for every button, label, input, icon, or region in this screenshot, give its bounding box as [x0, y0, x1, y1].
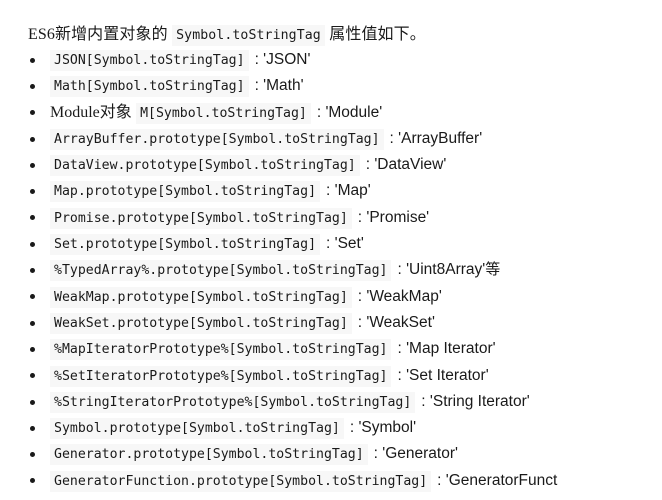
bullet-icon [30, 57, 35, 63]
list-item-value-text: : 'Generator' [373, 445, 458, 463]
list-item-code: M[Symbol.toStringTag] [136, 102, 311, 124]
bullet-icon [30, 215, 35, 221]
list-item-code: ArrayBuffer.prototype[Symbol.toStringTag… [50, 128, 384, 150]
list-item: Generator.prototype[Symbol.toStringTag]:… [0, 441, 662, 467]
list-item-prefix: Module对象 [50, 103, 132, 121]
list-item-value-text: : 'Symbol' [349, 419, 417, 437]
list-item: JSON[Symbol.toStringTag] : 'JSON' [0, 47, 662, 73]
bullet-icon [30, 346, 35, 352]
list-item-value: : 'Set Iterator' [391, 367, 488, 384]
list-item: WeakMap.prototype[Symbol.toStringTag] : '… [0, 284, 662, 310]
list-item: %MapIteratorPrototype%[Symbol.toStringTa… [0, 336, 662, 362]
list-item-value-text: : 'Set' [326, 235, 364, 253]
list-item-code: Math[Symbol.toStringTag] [50, 76, 249, 98]
list-item-code: WeakMap.prototype[Symbol.toStringTag] [50, 286, 352, 308]
bullet-icon [30, 136, 35, 142]
list-item-value: : 'GeneratorFunct [431, 472, 557, 489]
list-item-value-text: : 'Module' [316, 103, 383, 121]
list-item-value-text: : 'Uint8Array' [397, 261, 486, 279]
list-item-value-text: : 'Promise' [357, 208, 430, 226]
list-item-value-text: : 'Math' [254, 77, 304, 95]
tostringtag-list: JSON[Symbol.toStringTag] : 'JSON' Math[Sym… [0, 47, 662, 494]
list-item-value-text: : 'GeneratorFunct [437, 471, 558, 489]
intro-text-before: ES6新增内置对象的 [28, 25, 168, 43]
bullet-icon [30, 399, 35, 405]
list-item: %TypedArray%.prototype[Symbol.toStringTa… [0, 257, 662, 283]
list-item-value-text: : 'WeakMap' [357, 287, 442, 305]
bullet-icon [30, 320, 35, 326]
bullet-icon [30, 162, 35, 168]
bullet-icon [30, 83, 35, 89]
list-item-value-text: : 'JSON' [254, 51, 311, 68]
list-item: WeakSet.prototype[Symbol.toStringTag] : '… [0, 310, 662, 336]
list-item-value: : 'Math' [249, 77, 304, 94]
list-item-value: : 'String Iterator' [415, 393, 529, 410]
list-item-value: : 'Promise' [352, 209, 429, 226]
list-item-value: : 'ArrayBuffer' [384, 130, 483, 147]
list-item-code: %StringIteratorPrototype%[Symbol.toStrin… [50, 391, 416, 413]
bullet-icon [30, 425, 35, 431]
intro-text-after: 属性值如下。 [329, 25, 426, 43]
list-item-value: : 'Map Iterator' [391, 340, 495, 357]
list-item: Module对象 M[Symbol.toStringTag] : 'Module' [0, 100, 662, 126]
list-item-code: JSON[Symbol.toStringTag] [50, 50, 249, 71]
list-item-value-text: : 'Map' [326, 182, 371, 200]
list-item-value: : 'Generator' [368, 445, 458, 462]
list-item: GeneratorFunction.prototype[Symbol.toStr… [0, 468, 662, 494]
list-item-code: Promise.prototype[Symbol.toStringTag] [50, 207, 352, 229]
list-item-value: : 'WeakMap' [352, 288, 442, 305]
list-item-value: : 'Symbol' [344, 419, 416, 436]
list-item-value: : 'Map' [320, 182, 371, 199]
list-item-value: : 'JSON' [249, 51, 311, 68]
list-item-value-text: : 'WeakSet' [357, 313, 435, 331]
list-item: DataView.prototype[Symbol.toStringTag] : … [0, 152, 662, 178]
list-item-value: : 'Set' [320, 235, 364, 252]
list-item-value-suffix: 等 [485, 262, 501, 279]
intro-code-symbol-tostringtag: Symbol.toStringTag [172, 24, 325, 46]
list-item: Promise.prototype[Symbol.toStringTag] : '… [0, 205, 662, 231]
list-item-value: : 'DataView' [360, 156, 447, 173]
bullet-icon [30, 189, 35, 195]
list-item-code: Generator.prototype[Symbol.toStringTag] [50, 444, 368, 466]
list-item: Math[Symbol.toStringTag] : 'Math' [0, 73, 662, 99]
intro-paragraph: ES6新增内置对象的 Symbol.toStringTag 属性值如下。 [28, 24, 654, 47]
list-item: ArrayBuffer.prototype[Symbol.toStringTag… [0, 126, 662, 152]
list-item-value: : 'Uint8Array'等 [391, 261, 500, 278]
list-item-code: %TypedArray%.prototype[Symbol.toStringTa… [50, 260, 392, 282]
list-item-code: DataView.prototype[Symbol.toStringTag] [50, 155, 360, 177]
list-item-value-text: : 'Set Iterator' [397, 366, 489, 384]
list-item-value: : 'Module' [311, 104, 382, 121]
bullet-icon [30, 110, 35, 116]
list-item: Set.prototype[Symbol.toStringTag] : 'Set' [0, 231, 662, 257]
list-item: Map.prototype[Symbol.toStringTag] : 'Map' [0, 178, 662, 204]
list-item-code: Symbol.prototype[Symbol.toStringTag] [50, 418, 344, 440]
list-item-code: Set.prototype[Symbol.toStringTag] [50, 234, 321, 256]
list-item-value-text: : 'Map Iterator' [397, 340, 496, 358]
list-item-value: : 'WeakSet' [352, 314, 435, 331]
list-item-value-text: : 'String Iterator' [421, 392, 530, 410]
list-item: %SetIteratorPrototype%[Symbol.toStringTa… [0, 363, 662, 389]
bullet-icon [30, 268, 35, 274]
bullet-icon [30, 373, 35, 379]
list-item: %StringIteratorPrototype%[Symbol.toStrin… [0, 389, 662, 415]
list-item-value-text: : 'DataView' [365, 156, 447, 174]
list-item-code: Map.prototype[Symbol.toStringTag] [50, 181, 321, 203]
bullet-icon [30, 478, 35, 484]
list-item: Symbol.prototype[Symbol.toStringTag] : 'S… [0, 415, 662, 441]
list-item-value-text: : 'ArrayBuffer' [389, 129, 483, 147]
list-item-code: %MapIteratorPrototype%[Symbol.toStringTa… [50, 339, 392, 361]
list-item-code: WeakSet.prototype[Symbol.toStringTag] [50, 312, 352, 334]
list-item-code: GeneratorFunction.prototype[Symbol.toStr… [50, 470, 432, 492]
bullet-icon [30, 241, 35, 247]
bullet-icon [30, 294, 35, 300]
list-item-code: %SetIteratorPrototype%[Symbol.toStringTa… [50, 365, 392, 387]
bullet-icon [30, 452, 35, 458]
